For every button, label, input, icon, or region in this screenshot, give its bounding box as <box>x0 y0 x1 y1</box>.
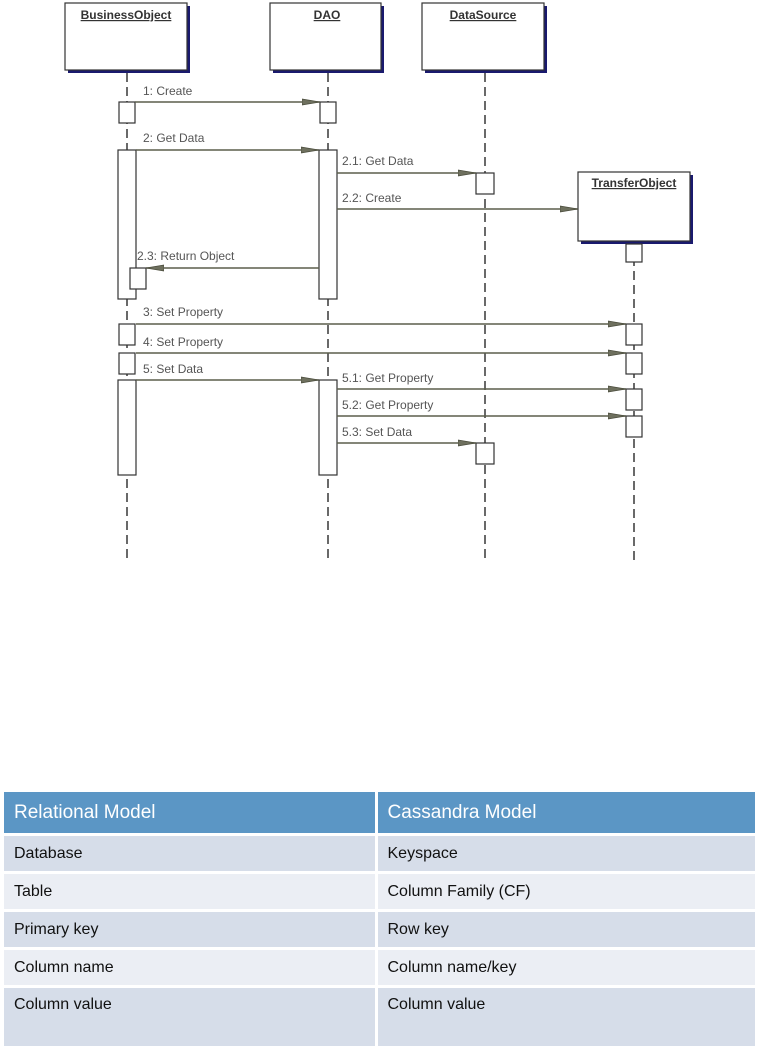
activation-ds-1 <box>475 172 495 195</box>
table-row: Database Keyspace <box>4 834 755 874</box>
activation-bo-3 <box>118 323 136 346</box>
activation-bo-return <box>129 267 147 290</box>
object-title: TransferObject <box>592 176 677 190</box>
table-cell: Table <box>4 872 378 912</box>
activation-to-1 <box>625 243 643 263</box>
object-businessobject[interactable]: BusinessObject <box>64 2 190 73</box>
table-cell: Database <box>4 834 378 874</box>
activation-to-4 <box>625 352 643 375</box>
table-row: Column name Column name/key <box>4 948 755 988</box>
activation-bo-2 <box>117 149 137 300</box>
table-cell: Column name <box>4 948 378 988</box>
message-label: 3: Set Property <box>143 305 223 319</box>
activation-ds-53 <box>475 442 495 465</box>
object-title: DataSource <box>450 8 517 22</box>
object-transferobject[interactable]: TransferObject <box>577 171 693 244</box>
activations <box>117 101 643 476</box>
table-cell: Row key <box>376 910 755 950</box>
activation-to-3 <box>625 323 643 346</box>
message-label: 2.3: Return Object <box>137 249 235 263</box>
activation-bo-1 <box>118 101 136 124</box>
message-label: 1: Create <box>143 84 193 98</box>
activation-dao-2 <box>318 149 338 300</box>
sequence-diagram: BusinessObject DAO DataSource TransferOb… <box>64 2 693 563</box>
header-relational-model: Relational Model <box>4 792 378 836</box>
message-label: 5.1: Get Property <box>342 371 433 385</box>
activation-bo-5 <box>117 379 137 476</box>
table-cell: Column value <box>4 986 378 1049</box>
object-title: BusinessObject <box>81 8 172 22</box>
message-label: 5.3: Set Data <box>342 425 412 439</box>
message-labels: 1: Create 2: Get Data 2.1: Get Data 2.2:… <box>137 84 433 439</box>
message-label: 4: Set Property <box>143 335 223 349</box>
activation-dao-5 <box>318 379 338 476</box>
activation-dao-1 <box>319 101 337 124</box>
model-comparison-table: Relational Model Cassandra Model Databas… <box>4 792 755 1049</box>
message-label: 2.1: Get Data <box>342 154 414 168</box>
messages <box>135 102 626 443</box>
table-cell: Keyspace <box>376 834 755 874</box>
message-label: 5.2: Get Property <box>342 398 433 412</box>
message-label: 2: Get Data <box>143 131 205 145</box>
message-label: 5: Set Data <box>143 362 203 376</box>
table-cell: Column name/key <box>376 948 755 988</box>
table-cell: Column Family (CF) <box>376 872 755 912</box>
object-datasource[interactable]: DataSource <box>421 2 547 73</box>
table-row: Table Column Family (CF) <box>4 872 755 912</box>
activation-to-51 <box>625 388 643 411</box>
message-label: 2.2: Create <box>342 191 402 205</box>
table-header-row: Relational Model Cassandra Model <box>4 792 755 836</box>
table-cell: Primary key <box>4 910 378 950</box>
object-title: DAO <box>314 8 341 22</box>
object-dao[interactable]: DAO <box>269 2 384 73</box>
table-cell: Column value <box>376 986 755 1049</box>
header-cassandra-model: Cassandra Model <box>376 792 755 836</box>
table-row: Primary key Row key <box>4 910 755 950</box>
table-row: Column value Column value <box>4 986 755 1049</box>
activation-bo-4 <box>118 352 136 375</box>
activation-to-52 <box>625 415 643 438</box>
